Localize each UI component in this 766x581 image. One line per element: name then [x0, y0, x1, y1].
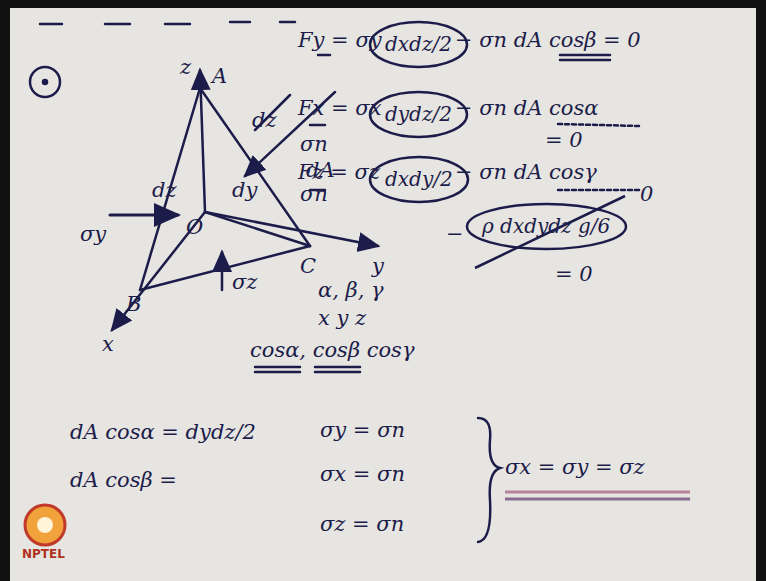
handwritten-label: dA cosα = dydz/2: [70, 420, 256, 444]
circled-text: dydz/2: [385, 103, 452, 126]
handwritten-label: 0: [640, 182, 653, 206]
handwritten-label: dy: [232, 178, 257, 202]
logo-text: NPTEL: [22, 548, 65, 562]
handwritten-label: σz = σn: [320, 512, 404, 536]
circled-text: ρ dxdydz g/6: [482, 215, 610, 238]
handwritten-label: σn: [300, 182, 328, 206]
handwritten-label: σy = σn: [320, 418, 405, 442]
circled-term: dxdy/2: [368, 155, 470, 204]
handwritten-label: σy: [80, 222, 106, 246]
handwritten-label: dz: [252, 108, 277, 132]
handwritten-label: O: [186, 215, 203, 239]
circled-text: dxdz/2: [385, 33, 452, 56]
handwritten-label: B: [126, 292, 141, 316]
handwritten-label: z: [180, 55, 191, 79]
handwritten-label: dA: [306, 158, 335, 182]
handwritten-label: = 0: [545, 128, 583, 152]
handwritten-label: x: [102, 332, 114, 356]
handwritten-label: C: [300, 254, 316, 278]
handwritten-label: cosα, cosβ cosγ: [250, 338, 414, 362]
circled-term: ρ dxdydz g/6: [465, 202, 628, 251]
handwritten-label: σx = σy = σz: [505, 455, 645, 479]
handwritten-label: − σn dA cosβ = 0: [455, 28, 641, 52]
handwritten-label: − σn dA cosα: [455, 96, 598, 120]
handwritten-label: = 0: [555, 262, 593, 286]
handwritten-label: y: [372, 254, 384, 278]
handwritten-label: dz: [152, 178, 177, 202]
handwritten-label: σn: [300, 132, 328, 156]
handwritten-label: σz: [232, 270, 257, 294]
handwritten-label: A: [212, 64, 227, 88]
circled-term: dxdz/2: [368, 20, 469, 69]
handwritten-label: Fy = σy: [298, 28, 382, 52]
handwritten-label: dA cosβ =: [70, 468, 177, 492]
handwritten-label: x y z: [318, 306, 366, 330]
handwritten-label: −: [446, 222, 464, 246]
handwritten-label: α, β, γ: [318, 278, 384, 302]
circled-text: dxdy/2: [385, 168, 453, 191]
handwritten-label: − σn dA cosγ: [455, 160, 597, 184]
handwritten-label: σx = σn: [320, 462, 405, 486]
circled-term: dydz/2: [368, 90, 469, 139]
